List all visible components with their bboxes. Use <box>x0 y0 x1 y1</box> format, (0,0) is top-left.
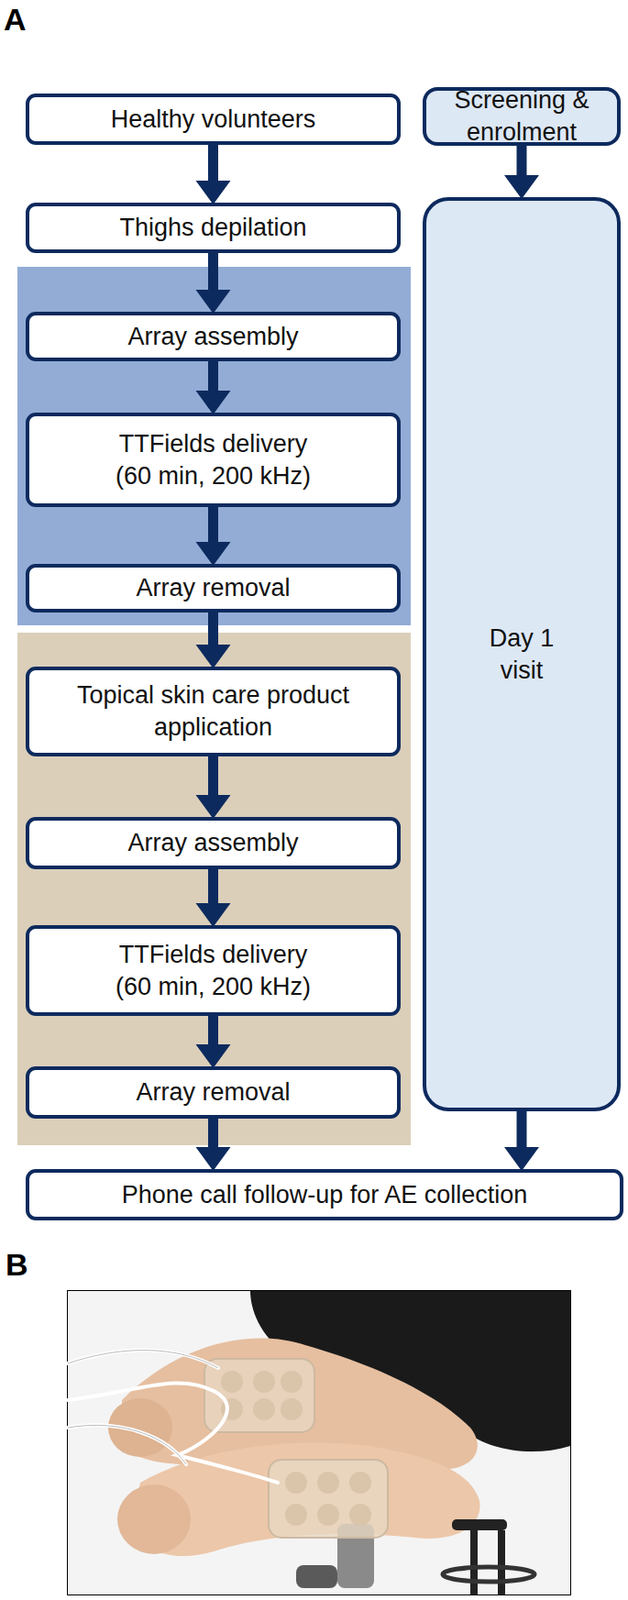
node-text: Array removal <box>135 1076 290 1109</box>
node-text: Topical skin care product application <box>62 679 365 743</box>
flow-arrow <box>196 505 232 566</box>
process-box: Array removal <box>25 1066 401 1119</box>
flow-arrow <box>504 1109 540 1171</box>
flow-arrow <box>196 867 232 927</box>
panel-letter: A <box>3 1 27 38</box>
panel-letter: B <box>5 1246 29 1283</box>
node-text: TTFields delivery (60 min, 200 kHz) <box>99 428 329 492</box>
process-box: Screening & enrolment <box>422 87 621 146</box>
flow-arrow <box>196 359 232 415</box>
flow-arrow <box>196 610 232 669</box>
process-box: TTFields delivery (60 min, 200 kHz) <box>25 412 401 507</box>
node-text: Array assembly <box>127 320 298 353</box>
flow-arrow <box>196 1116 232 1171</box>
node-text: Array removal <box>135 572 290 605</box>
thigh-array-photo <box>66 1289 572 1596</box>
process-box: Healthy volunteers <box>25 93 401 145</box>
process-box: Thighs depilation <box>25 202 401 254</box>
node-text: Phone call follow-up for AE collection <box>121 1178 529 1212</box>
process-box: Array assembly <box>25 816 401 870</box>
flow-arrow <box>196 143 232 205</box>
node-text: Array assembly <box>127 826 298 860</box>
process-box: Array removal <box>25 563 401 613</box>
flow-arrow <box>196 251 232 314</box>
node-text: TTFields delivery (60 min, 200 kHz) <box>99 938 329 1003</box>
node-text: Day 1 visit <box>478 622 566 686</box>
flow-arrow <box>196 754 232 819</box>
flow-arrow <box>196 1013 232 1069</box>
visit-box: Day 1 visit <box>422 197 621 1112</box>
process-box: Phone call follow-up for AE collection <box>25 1168 624 1221</box>
flow-arrow <box>504 143 540 199</box>
process-box: TTFields delivery (60 min, 200 kHz) <box>25 925 401 1016</box>
node-text: Screening & enrolment <box>439 84 605 148</box>
process-box: Array assembly <box>25 311 401 362</box>
node-text: Healthy volunteers <box>110 103 317 136</box>
process-box: Topical skin care product application <box>25 666 401 757</box>
node-text: Thighs depilation <box>119 211 307 244</box>
